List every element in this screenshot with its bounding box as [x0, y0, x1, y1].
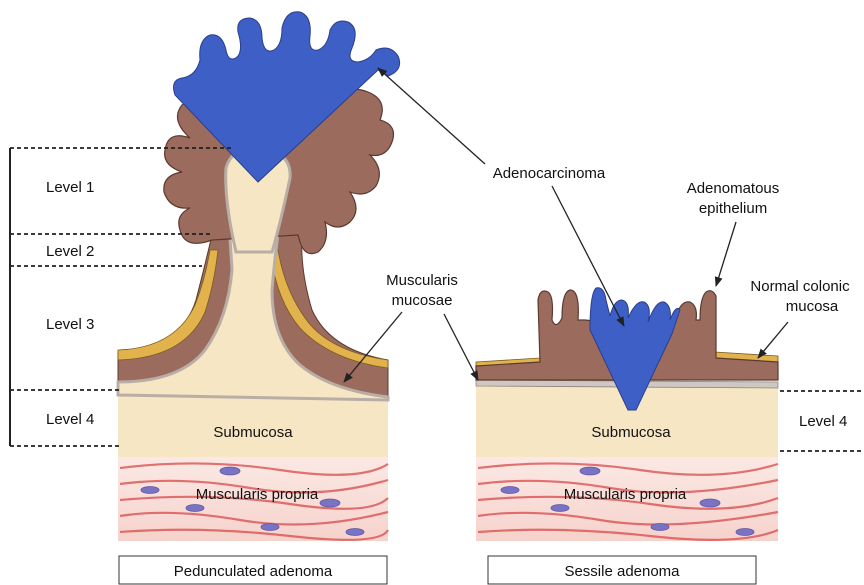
muscularis-propria-left-label: Muscularis propria: [196, 486, 319, 503]
sessile-adenoma-caption: Sessile adenoma: [564, 563, 680, 580]
muscularis-mucosae-label-line1: Muscularis: [386, 272, 458, 289]
normal-colonic-mucosa-label-line1: Normal colonic: [750, 278, 850, 295]
submucosa-left-label: Submucosa: [213, 424, 293, 441]
adenomatous-epithelium-label-line2: epithelium: [699, 200, 767, 217]
level-2-label: Level 2: [46, 243, 94, 260]
adenomatous-epithelium-label-line1: Adenomatous: [687, 180, 780, 197]
muscularis-mucosae-label-line2: mucosae: [392, 292, 453, 309]
muscularis-propria-right-label: Muscularis propria: [564, 486, 687, 503]
pedunculated-adenoma-illustration: [118, 12, 400, 541]
adenocarcinoma-label: Adenocarcinoma: [493, 165, 606, 182]
level-1-label: Level 1: [46, 179, 94, 196]
level-3-label: Level 3: [46, 316, 94, 333]
level-4-right-label: Level 4: [799, 413, 847, 430]
normal-colonic-mucosa-label-line2: mucosa: [786, 298, 839, 315]
sessile-adenoma-illustration: [476, 288, 778, 541]
level-4-left-label: Level 4: [46, 411, 94, 428]
pedunculated-adenoma-caption: Pedunculated adenoma: [174, 563, 333, 580]
submucosa-right-label: Submucosa: [591, 424, 671, 441]
